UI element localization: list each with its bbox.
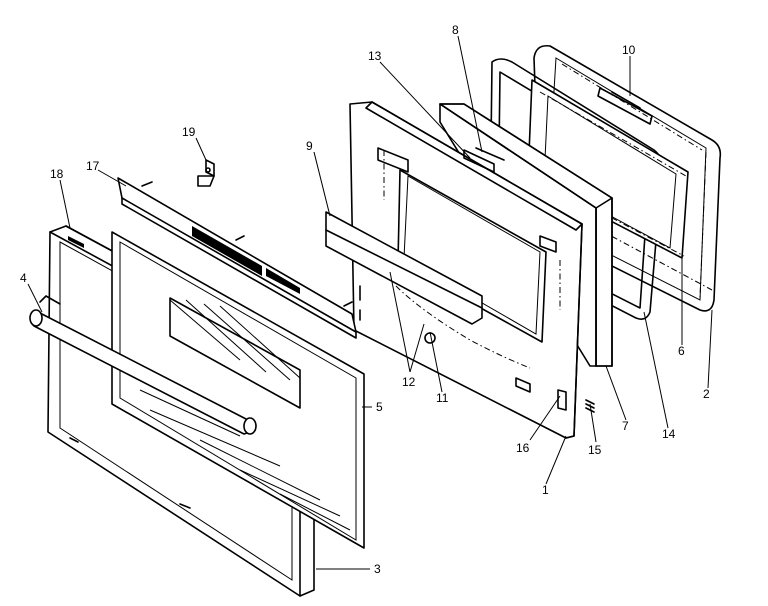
vent-slots [192, 226, 300, 294]
part-4-handle [29, 295, 257, 435]
leader-lines [27, 35, 713, 570]
callout-2: 2 [703, 387, 710, 401]
callout-19: 19 [182, 125, 196, 139]
part-19-clip [197, 159, 215, 187]
callout-1: 1 [542, 483, 549, 497]
callout-labels: 1 2 3 4 5 6 7 8 9 10 11 12 13 14 15 16 1… [20, 23, 710, 576]
callout-8: 8 [452, 23, 459, 37]
callout-7: 7 [622, 419, 629, 433]
callout-10: 10 [622, 43, 636, 57]
callout-4: 4 [20, 271, 27, 285]
part-1-door-liner [349, 101, 583, 439]
callout-18: 18 [50, 167, 64, 181]
callout-12: 12 [402, 375, 416, 389]
callout-3: 3 [374, 562, 381, 576]
callout-14: 14 [662, 427, 676, 441]
callout-9: 9 [306, 139, 313, 153]
callout-6: 6 [678, 344, 685, 358]
part-17-vent-bar [117, 177, 357, 339]
callout-11: 11 [436, 391, 449, 405]
callout-15: 15 [588, 443, 602, 457]
callout-13: 13 [368, 49, 382, 63]
part-9-bracket [325, 211, 483, 325]
callout-5: 5 [376, 400, 383, 414]
callout-16: 16 [516, 441, 530, 455]
callout-17: 17 [86, 159, 100, 173]
